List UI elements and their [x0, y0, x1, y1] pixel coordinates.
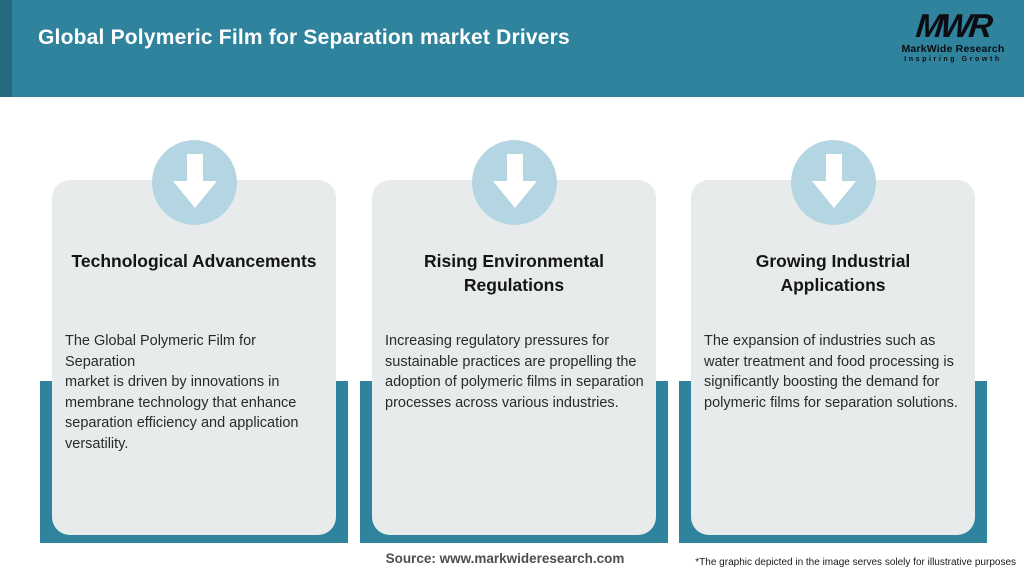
driver-card: Technological Advancements The Global Po…	[52, 180, 336, 535]
page-title: Global Polymeric Film for Separation mar…	[38, 26, 570, 49]
card-body-text: The Global Polymeric Film for Separation…	[65, 333, 299, 452]
logo-name: MarkWide Research	[901, 43, 1005, 55]
source-attribution: Source: www.markwideresearch.com	[385, 551, 625, 566]
markwide-research-logo: MWR MarkWide Research Inspiring Growth	[898, 7, 1008, 63]
driver-column-2: Rising Environmental Regulations Increas…	[360, 0, 668, 576]
down-arrow-icon	[152, 140, 237, 225]
down-arrow-icon	[791, 140, 876, 225]
card-body-text: Increasing regulatory pressures for sust…	[385, 333, 644, 411]
driver-column-1: Technological Advancements The Global Po…	[40, 0, 348, 576]
driver-column-3: Growing Industrial Applications The expa…	[679, 0, 987, 576]
down-arrow-icon	[472, 140, 557, 225]
header-left-edge	[0, 0, 12, 97]
header-bar: Global Polymeric Film for Separation mar…	[0, 0, 1024, 97]
driver-card: Rising Environmental Regulations Increas…	[372, 180, 656, 535]
disclaimer-note: *The graphic depicted in the image serve…	[695, 557, 1016, 568]
driver-card: Growing Industrial Applications The expa…	[691, 180, 975, 535]
card-title: Technological Advancements	[71, 251, 317, 271]
card-title: Growing Industrial Applications	[755, 251, 911, 295]
card-body-text: The expansion of industries such as wate…	[704, 333, 958, 411]
card-title: Rising Environmental Regulations	[424, 251, 604, 295]
logo-tagline: Inspiring Growth	[904, 56, 1002, 63]
